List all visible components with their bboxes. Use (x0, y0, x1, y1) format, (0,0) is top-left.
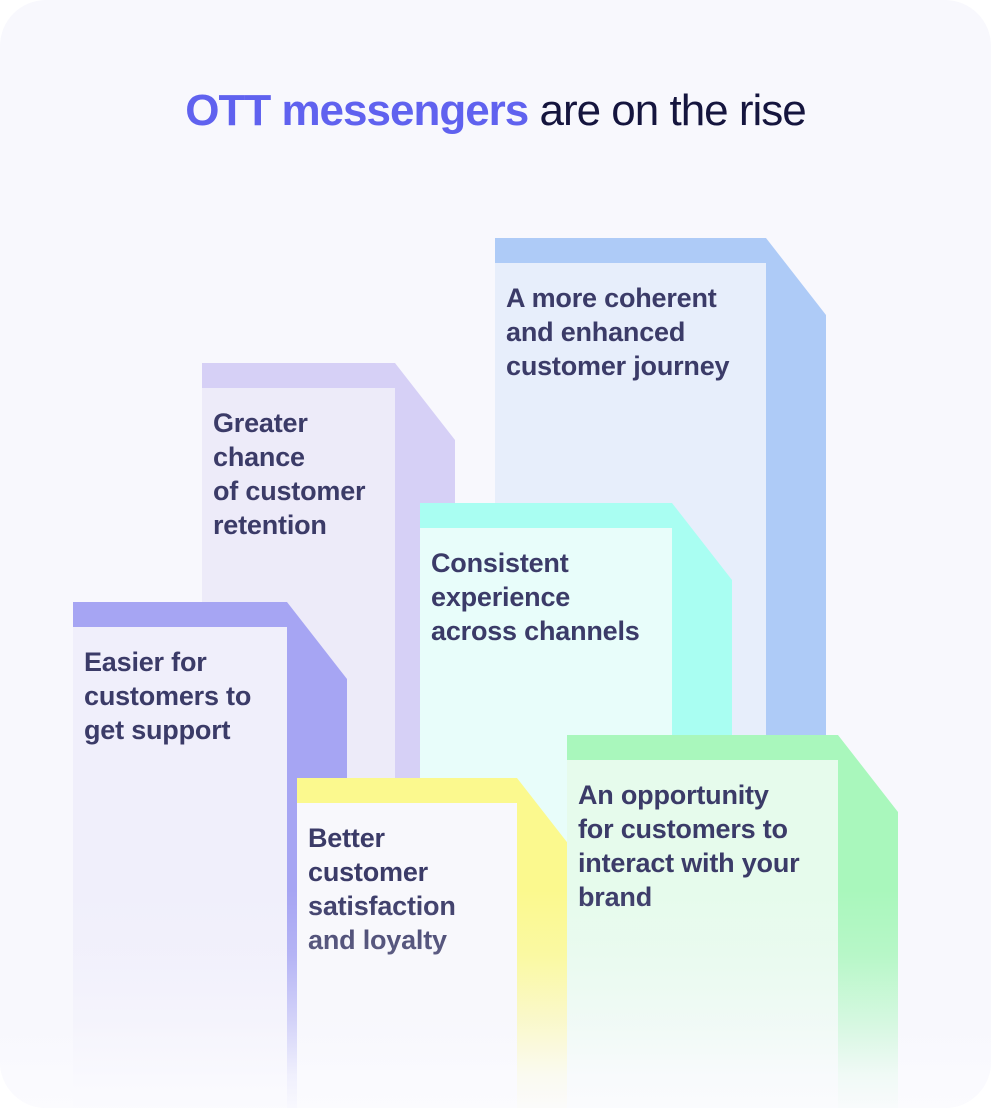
benefit-text: Better customer satisfaction and loyalty (308, 823, 456, 955)
benefit-card-brand-interaction: An opportunity for customers to interact… (567, 735, 898, 1108)
benefit-text: An opportunity for customers to interact… (578, 780, 800, 912)
benefit-text: A more coherent and enhanced customer jo… (506, 283, 730, 381)
title-rest: are on the rise (528, 86, 806, 135)
benefit-text: Easier for customers to get support (84, 647, 252, 745)
benefit-card-satisfaction-loyalty: Better customer satisfaction and loyalty (297, 778, 577, 1108)
benefit-text: Greater chance of customer retention (213, 408, 366, 540)
title-highlight: OTT messengers (185, 86, 529, 135)
benefit-text: Consistent experience across channels (431, 548, 640, 646)
page-title: OTT messengers are on the rise (0, 86, 991, 136)
